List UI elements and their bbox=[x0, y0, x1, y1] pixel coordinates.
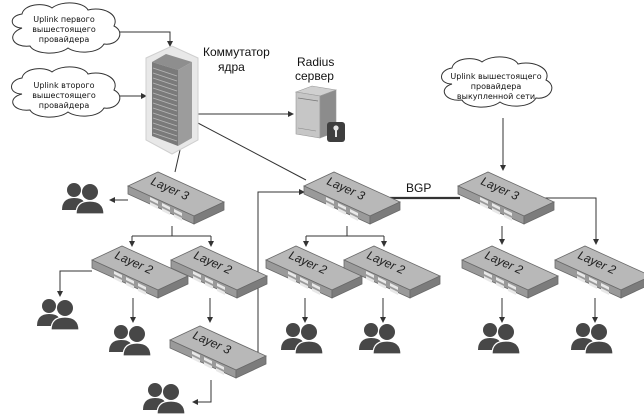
cloud-text-line: Uplink вышестоящего bbox=[450, 72, 541, 81]
link-l3b-l2b bbox=[306, 226, 384, 237]
switch-layer3: Layer 3 bbox=[457, 171, 555, 225]
cloud-uplink-3: Uplink вышестоящего провайдера выкупленн… bbox=[441, 56, 553, 108]
users-icon bbox=[61, 182, 105, 215]
link-uplink1-core bbox=[120, 31, 173, 47]
key-icon bbox=[327, 122, 345, 142]
link-l3a-l2a bbox=[132, 226, 211, 237]
rack-units bbox=[152, 67, 178, 142]
link-core-l3a bbox=[174, 149, 181, 173]
users-icon bbox=[108, 324, 152, 357]
users-icon bbox=[280, 322, 324, 355]
cloud-text-line: вышестоящего bbox=[32, 25, 96, 34]
switch-layer3: Layer 3 bbox=[127, 171, 225, 225]
switch-layer3: Layer 3 bbox=[169, 325, 267, 379]
core-switch-label: Коммутатор bbox=[203, 45, 270, 59]
users-icon bbox=[358, 322, 402, 355]
link-core-l3b bbox=[195, 121, 307, 181]
cloud-text-line: провайдера bbox=[39, 35, 90, 44]
cloud-text-line: провайдера bbox=[471, 82, 522, 91]
radius-server-label: сервер bbox=[295, 69, 334, 83]
radius-server-label: Radius bbox=[297, 55, 334, 69]
cloud-text-line: выкупленной сети bbox=[457, 92, 535, 101]
cloud-uplink-2: Uplink второго вышестоящего провайдера bbox=[11, 66, 121, 118]
cloud-text-line: вышестоящего bbox=[32, 91, 96, 100]
bgp-label: BGP bbox=[406, 181, 431, 195]
link-l3c-l2c2 bbox=[544, 197, 599, 245]
link-l2a1-users-left bbox=[57, 270, 92, 297]
switch-layer3: Layer 3 bbox=[303, 171, 401, 225]
switch-layer2: Layer 2 bbox=[343, 245, 441, 299]
switch-layer2: Layer 2 bbox=[554, 245, 644, 299]
cloud-text-line: Uplink первого bbox=[33, 15, 95, 24]
users-icon bbox=[142, 382, 186, 415]
switch-layer2: Layer 2 bbox=[170, 245, 268, 299]
users-icon bbox=[570, 322, 614, 355]
radius-server: Radius сервер bbox=[294, 55, 345, 142]
cloud-text-line: провайдера bbox=[39, 101, 90, 110]
core-switch-label: ядра bbox=[218, 60, 245, 74]
cloud-text-line: Uplink второго bbox=[34, 81, 95, 90]
core-switch: Коммутатор ядра bbox=[145, 45, 270, 155]
switch-layer2: Layer 2 bbox=[265, 245, 363, 299]
users-icon bbox=[36, 298, 80, 331]
switch-layer2: Layer 2 bbox=[91, 245, 189, 299]
users-icon bbox=[477, 322, 521, 355]
switch-layer2: Layer 2 bbox=[461, 245, 559, 299]
cloud-uplink-1: Uplink первого вышестоящего провайдера bbox=[11, 2, 121, 54]
link-l3d-users bbox=[192, 380, 212, 405]
